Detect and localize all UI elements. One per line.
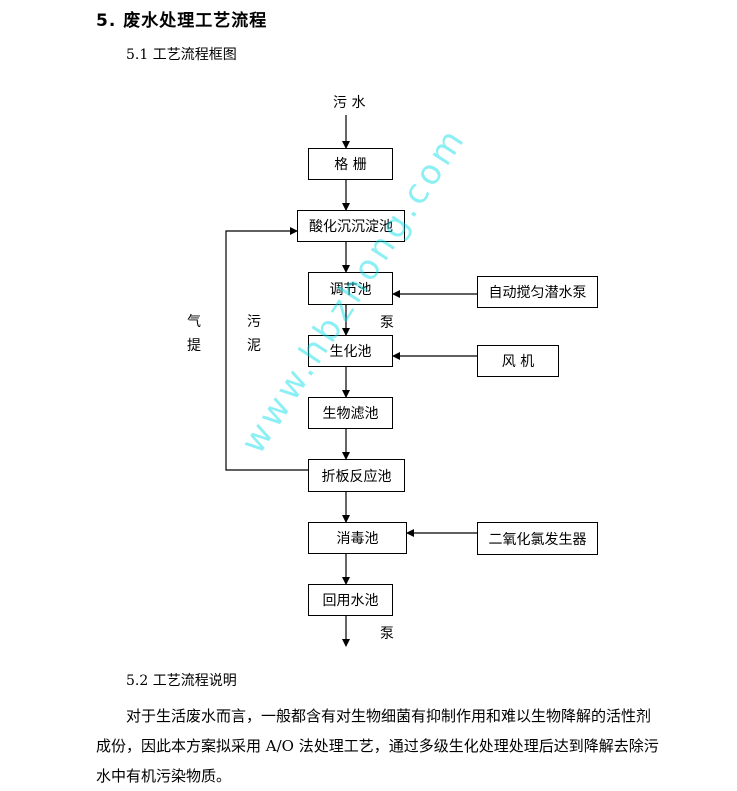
side-input-blower: 风 机 [477,345,559,377]
step-regulation-tank: 调节池 [308,272,393,305]
step-baffle-reaction-tank: 折板反应池 [308,459,405,492]
step-biochemical-tank: 生化池 [308,335,393,367]
step-screen: 格 栅 [308,148,393,180]
step-reuse-water-tank: 回用水池 [308,584,393,616]
pump-label-1: 泵 [380,315,394,331]
input-label: 污 水 [333,95,366,111]
return-label-sludge: 污泥 [247,314,261,354]
section-heading: 5. 废水处理工艺流程 [96,11,268,31]
step-acid-settling-tank: 酸化沉沉淀池 [297,210,405,242]
step-biofilter-tank: 生物滤池 [308,397,393,429]
pump-label-2: 泵 [380,626,394,642]
step-disinfection-tank: 消毒池 [308,522,407,554]
description-paragraph: 对于生活废水而言，一般都含有对生物细菌有抑制作用和难以生物降解的活性剂成份，因此… [96,707,659,785]
subsection-title-flowchart: 5.1 工艺流程框图 [126,47,237,63]
arrow-sludge-return [225,227,308,471]
subsection-title-description: 5.2 工艺流程说明 [126,673,237,689]
return-label-air-lift: 气提 [187,314,201,354]
side-input-chlorine-generator: 二氧化氯发生器 [477,522,598,555]
side-input-pump: 自动搅匀潜水泵 [477,276,598,308]
